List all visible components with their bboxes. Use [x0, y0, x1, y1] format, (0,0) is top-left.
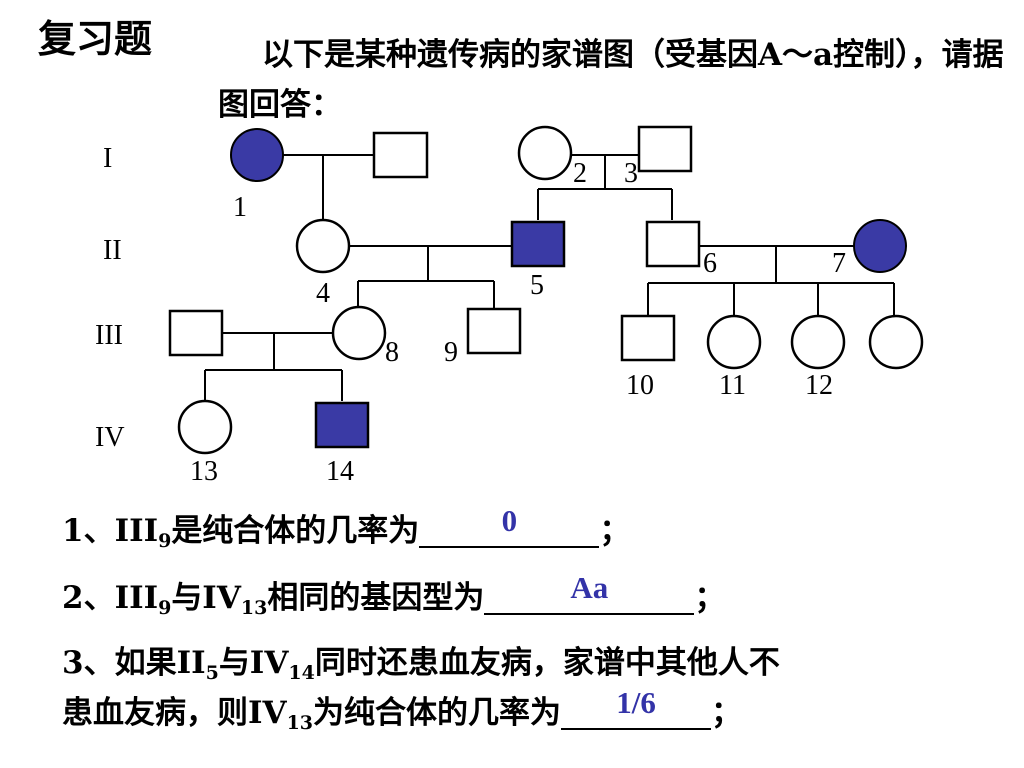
label-7: 7 [832, 248, 846, 279]
individual-6-male [645, 220, 701, 268]
individual-4-female [295, 218, 351, 274]
generation-label-ii: II [103, 235, 122, 266]
label-14: 14 [326, 456, 354, 487]
label-6: 6 [703, 248, 717, 279]
individual-13-female [177, 399, 233, 455]
label-3: 3 [624, 158, 638, 189]
answer-1: 0 [501, 503, 518, 538]
answer-blank-1: 0 [419, 503, 600, 548]
individual-14-affected-male [314, 401, 370, 449]
individual-3-male [637, 125, 693, 173]
label-8: 8 [385, 337, 399, 368]
individual-iii-male-spouse [168, 309, 224, 357]
label-4: 4 [316, 278, 330, 309]
label-10: 10 [626, 370, 654, 401]
pedigree-lines [204, 154, 895, 401]
individual-iii-female-unlabeled [868, 314, 924, 370]
label-13: 13 [190, 456, 218, 487]
page-title: 复习题 [38, 16, 153, 61]
question-3-line-1: 3、如果II5与IV14同时还患血友病，家谱中其他人不 [62, 645, 780, 684]
individual-12-female [790, 314, 846, 370]
answer-blank-2: Aa [484, 570, 695, 615]
label-2: 2 [573, 158, 587, 189]
individual-10-male [620, 314, 676, 362]
answer-2: Aa [570, 570, 609, 605]
individual-8-female [331, 305, 387, 361]
generation-label-iii: III [95, 320, 123, 351]
generation-label-iv: IV [95, 422, 125, 453]
individual-2-female [517, 125, 573, 181]
individual-i-male-spouse [372, 131, 429, 179]
intro-text: 以下是某种遗传病的家谱图（受基因A～a控制），请据图回答： [218, 30, 1008, 130]
answer-3: 1/6 [616, 685, 656, 720]
label-5: 5 [530, 270, 544, 301]
label-1: 1 [233, 192, 247, 223]
generation-label-i: I [103, 143, 112, 174]
individual-7-affected-female [853, 219, 907, 273]
individual-5-affected-male [510, 220, 566, 268]
intro-content: 以下是某种遗传病的家谱图（受基因A～a控制），请据图回答： [218, 37, 1004, 123]
individual-11-female [706, 314, 762, 370]
individual-1-affected-female [230, 128, 284, 182]
answer-blank-3: 1/6 [561, 685, 712, 730]
label-9: 9 [444, 337, 458, 368]
individual-9-male [466, 307, 522, 355]
label-11: 11 [719, 370, 746, 401]
label-12: 12 [805, 370, 833, 401]
